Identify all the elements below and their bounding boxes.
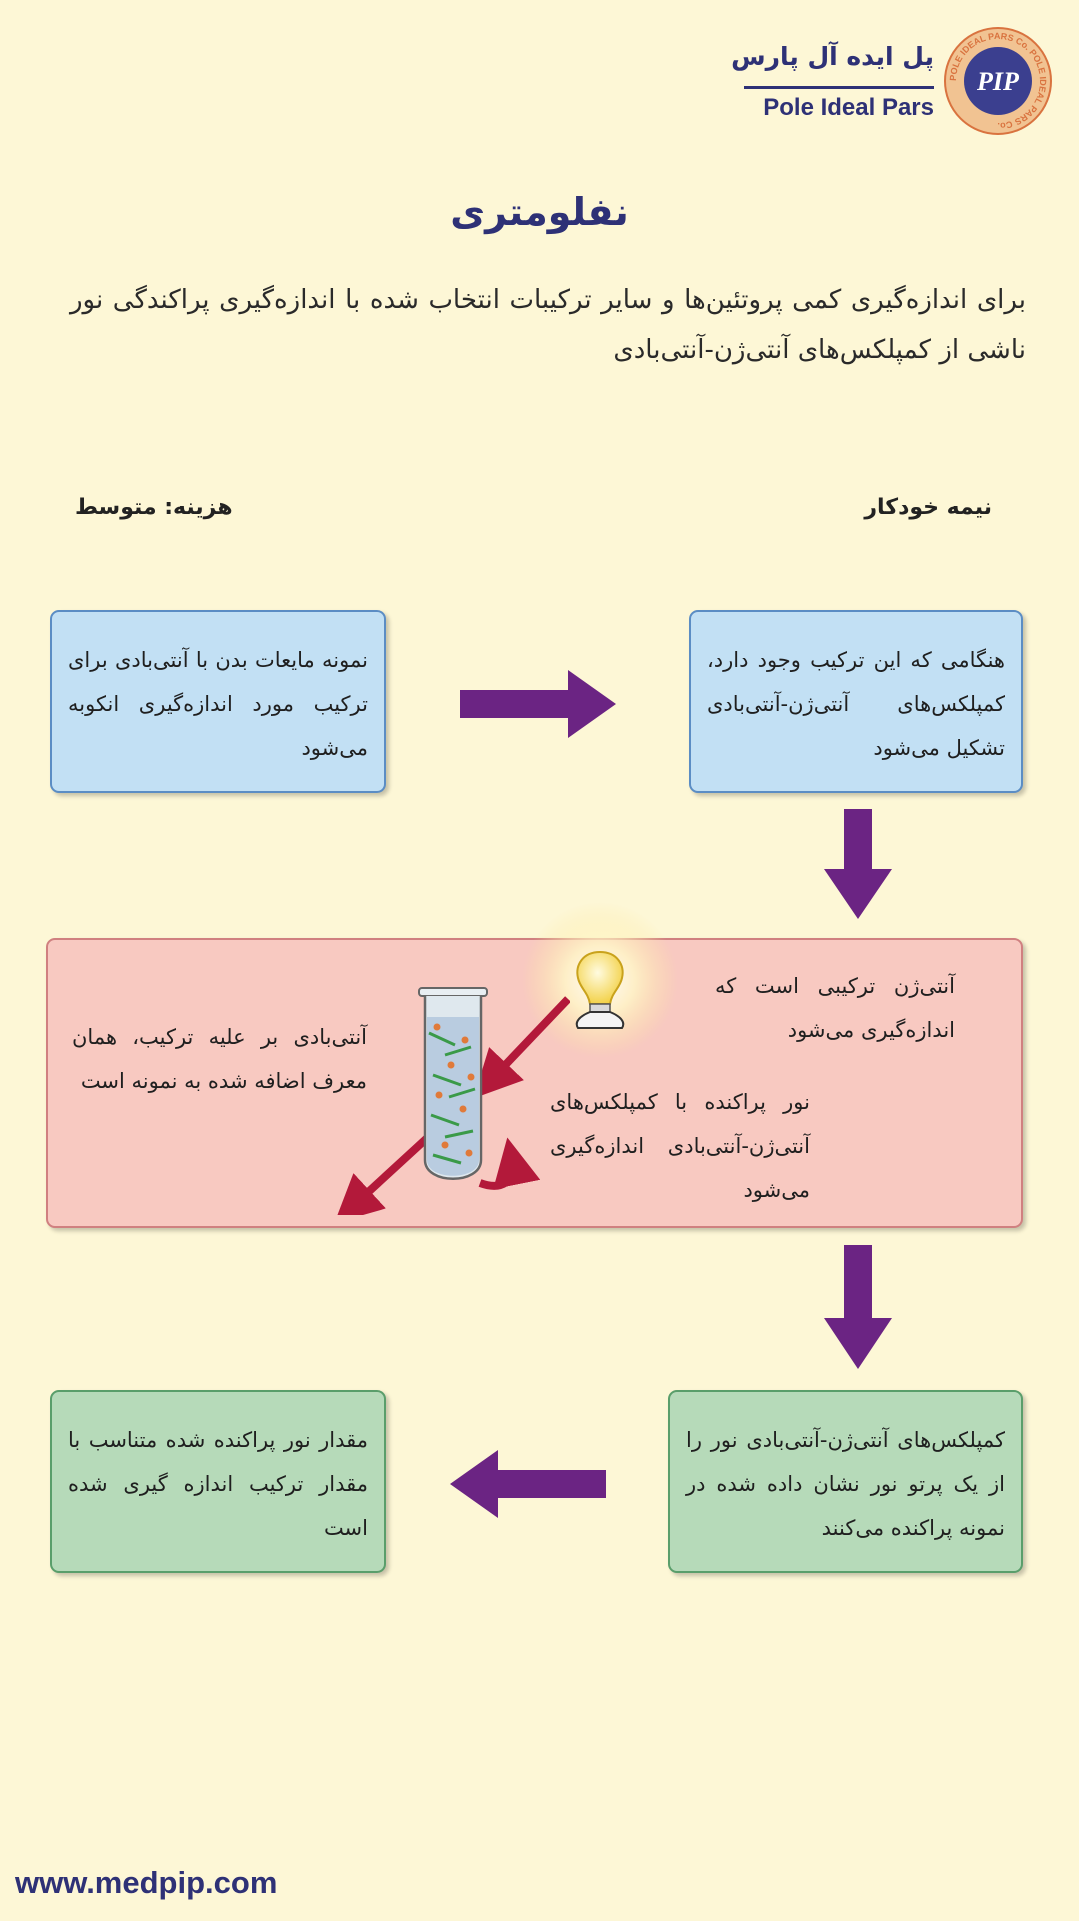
scatter-measure-text: نور پراکنده با کمپلکس‌های آنتی‌ژن-آنتی‌ب… <box>550 1090 810 1202</box>
step-scatter-box: کمپلکس‌های آنتی‌ژن-آنتی‌بادی نور را از ی… <box>668 1390 1023 1573</box>
step-sample-text: نمونه مایعات بدن با آنتی‌بادی برای ترکیب… <box>68 648 368 760</box>
company-seal-logo: POLE IDEAL PARS Co. POLE IDEAL PARS Co. … <box>944 27 1052 135</box>
cost-label: هزینه: متوسط <box>75 495 233 520</box>
antibody-text: آنتی‌بادی بر علیه ترکیب، همان معرف اضافه… <box>72 1025 367 1093</box>
seal-mark: PIP <box>976 67 1020 96</box>
step-complex-text: هنگامی که این ترکیب وجود دارد، کمپلکس‌ها… <box>707 648 1005 760</box>
arrow-down-icon <box>824 809 892 919</box>
arrow-right-icon <box>460 670 616 738</box>
website-link[interactable]: www.medpip.com <box>15 1865 278 1900</box>
step-complex-box: هنگامی که این ترکیب وجود دارد، کمپلکس‌ها… <box>689 610 1023 793</box>
antigen-text: آنتی‌ژن ترکیبی است که اندازه‌گیری می‌شود <box>715 974 955 1042</box>
step-result-box: مقدار نور پراکنده شده متناسب با مقدار تر… <box>50 1390 386 1573</box>
arrow-left-icon <box>450 1450 606 1518</box>
arrow-down-icon-2 <box>824 1245 892 1369</box>
step-result-text: مقدار نور پراکنده شده متناسب با مقدار تر… <box>68 1428 368 1540</box>
test-tube-icon <box>418 987 488 1180</box>
page-title: نفلومتری <box>450 190 629 234</box>
automation-label: نیمه خودکار <box>864 495 992 520</box>
logo-text-en: Pole Ideal Pars <box>763 94 934 121</box>
light-bulb-icon <box>522 902 678 1058</box>
step-scatter-text: کمپلکس‌های آنتی‌ژن-آنتی‌بادی نور را از ی… <box>686 1428 1005 1540</box>
logo-divider <box>744 86 934 89</box>
logo-text-fa: پل ایده آل پارس <box>731 42 934 71</box>
step-sample-box: نمونه مایعات بدن با آنتی‌بادی برای ترکیب… <box>50 610 386 793</box>
intro-text: برای اندازه‌گیری کمی پروتئین‌ها و سایر ت… <box>70 285 1026 365</box>
